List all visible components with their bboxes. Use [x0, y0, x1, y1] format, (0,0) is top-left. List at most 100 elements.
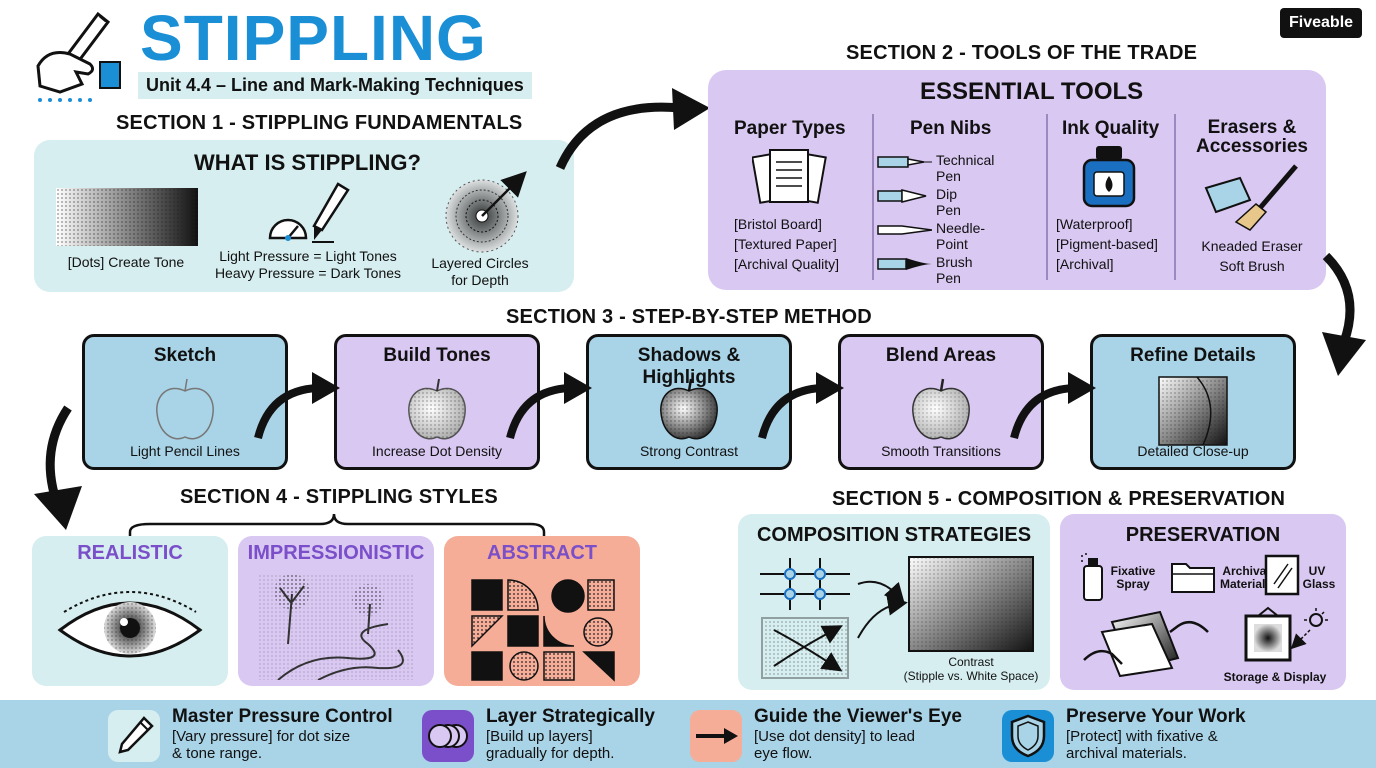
style-label: ABSTRACT [487, 542, 597, 564]
footer-text-line1: [Build up layers] [486, 728, 593, 745]
preservation-item3-line1: UV [1308, 564, 1326, 578]
section3-heading: SECTION 3 - STEP-BY-STEP METHOD [506, 306, 872, 328]
paper-type-item: [Bristol Board] [734, 216, 822, 232]
section2-heading: SECTION 2 - TOOLS OF THE TRADE [846, 42, 1198, 64]
ink-quality-title: Ink Quality [1062, 118, 1160, 139]
footer-title: Master Pressure Control [172, 706, 393, 727]
shield-icon [1002, 710, 1054, 762]
eraser-item: Soft Brush [1219, 258, 1285, 274]
section1-panel: WHAT IS STIPPLING? [Dots] Create Tone Li… [34, 140, 574, 292]
brand-logo: Fiveable [1280, 8, 1363, 38]
technical-pen-icon [877, 156, 932, 168]
style-card-abstract: ABSTRACT [444, 536, 640, 686]
step-title: Shadows & Highlights [637, 345, 741, 388]
paper-types-title: Paper Types [734, 118, 846, 139]
composition-panel: COMPOSITION STRATEGIES Contrast (Stipple… [738, 514, 1050, 690]
flow-arrow-2-3 [1292, 252, 1376, 387]
footer-text-line1: [Vary pressure] for dot size [172, 728, 351, 745]
pressure-gauge-pen-icon [264, 180, 354, 249]
step-title: Refine Details [1130, 345, 1256, 366]
preservation-item2-line1: Archival [1222, 564, 1270, 578]
preservation-item3-line2: Glass [1302, 577, 1336, 591]
preservation-item1-line2: Spray [1116, 577, 1150, 591]
section1-item2-caption2: Heavy Pressure = Dark Tones [214, 265, 402, 281]
ink-quality-item: [Archival] [1056, 256, 1114, 272]
uv-glass-icon [1264, 554, 1300, 596]
footer-title: Guide the Viewer's Eye [754, 706, 962, 727]
erasers-title-line2: Accessories [1196, 136, 1308, 157]
dip-pen-icon [877, 189, 927, 203]
tool-divider-2 [1046, 114, 1048, 280]
footer-item-preserve: Preserve Your Work [Protect] with fixati… [1066, 706, 1246, 762]
footer-text-line2: archival materials. [1066, 745, 1187, 762]
step-caption: Smooth Transitions [881, 443, 1001, 459]
preservation-title: PRESERVATION [1125, 524, 1281, 546]
section1-item1-caption: [Dots] Create Tone [67, 254, 185, 270]
spray-can-icon [1081, 553, 1103, 601]
needle-point-icon [877, 225, 932, 235]
footer-item-pressure: Master Pressure Control [Vary pressure] … [172, 706, 393, 762]
apple-smooth-icon [912, 378, 970, 440]
preservation-panel: PRESERVATION Fixative Spray Archival Mat… [1060, 514, 1346, 690]
tool-divider-3 [1174, 114, 1176, 280]
section1-item3-caption1: Layered Circles [431, 255, 529, 271]
footer-band [0, 700, 1376, 768]
footer-text-line1: [Use dot density] to lead [754, 728, 915, 745]
arrow-icon [690, 710, 742, 762]
step-caption: Detailed Close-up [1137, 443, 1249, 459]
step-caption: Strong Contrast [639, 443, 739, 459]
hands-folder-icon [1083, 610, 1209, 678]
paper-type-item: [Textured Paper] [734, 236, 837, 252]
technical-pen-label: Technical Pen [936, 152, 995, 184]
step-caption: Light Pencil Lines [130, 443, 240, 459]
paper-stack-icon [751, 146, 828, 213]
tool-divider-1 [872, 114, 874, 280]
composition-caption2: (Stipple vs. White Space) [903, 669, 1039, 683]
footer-title: Layer Strategically [486, 706, 655, 727]
apple-contrast-icon [660, 378, 718, 440]
composition-caption1: Contrast [948, 655, 994, 669]
ink-quality-item: [Pigment-based] [1056, 236, 1158, 252]
rule-of-thirds-grid-icon [760, 558, 850, 610]
erasers-list: Kneaded Eraser Soft Brush [1186, 236, 1318, 276]
landscape-icon [258, 574, 414, 680]
apple-outline-icon [156, 378, 214, 440]
step-refine-details: Refine Details Detailed Close-up [1090, 334, 1296, 470]
pen-icon [108, 710, 160, 762]
composition-arrows [857, 580, 908, 639]
step-title: Build Tones [383, 345, 491, 366]
section1-item3-caption2: for Depth [451, 272, 509, 288]
closeup-texture-icon [1158, 376, 1228, 446]
step-build-tones: Build Tones Increase Dot Density [334, 334, 540, 470]
flow-lines-icon [761, 617, 849, 679]
brush-pen-label: Brush Pen [936, 254, 973, 286]
brush-pen-icon [877, 258, 932, 270]
style-label: REALISTIC [77, 542, 183, 564]
section1-item2-caption1: Light Pressure = Light Tones [219, 248, 397, 264]
section4-heading: SECTION 4 - STIPPLING STYLES [180, 486, 498, 508]
layered-circles-icon [438, 170, 534, 259]
pen-nibs-title: Pen Nibs [910, 118, 992, 139]
folder-icon [1171, 563, 1215, 593]
ink-quality-item: [Waterproof] [1056, 216, 1133, 232]
step-title: Blend Areas [885, 345, 997, 366]
footer-title: Preserve Your Work [1066, 706, 1246, 727]
ink-bottle-icon [1080, 144, 1138, 215]
section5-heading: SECTION 5 - COMPOSITION & PRESERVATION [832, 488, 1286, 510]
paper-types-list: [Bristol Board] [Textured Paper] [Archiv… [734, 214, 839, 274]
step-shadows-highlights: Shadows & Highlights Strong Contrast [586, 334, 792, 470]
footer-item-layer: Layer Strategically [Build up layers] gr… [486, 706, 655, 762]
section1-heading: SECTION 1 - STIPPLING FUNDAMENTALS [116, 112, 523, 134]
footer-text-line2: eye flow. [754, 745, 813, 762]
header-hand-pen-icon [30, 8, 130, 104]
flow-arrow-1-2 [550, 80, 720, 185]
needle-point-label: Needle-Point [936, 220, 986, 252]
contrast-gradient-icon [908, 556, 1034, 652]
paper-type-item: [Archival Quality] [734, 256, 840, 272]
style-card-impressionistic: IMPRESSIONISTIC [238, 536, 434, 686]
style-card-realistic: REALISTIC [32, 536, 228, 686]
dip-pen-label: Dip Pen [936, 186, 961, 218]
composition-title: COMPOSITION STRATEGIES [756, 524, 1032, 546]
footer-text-line2: gradually for depth. [486, 745, 615, 762]
